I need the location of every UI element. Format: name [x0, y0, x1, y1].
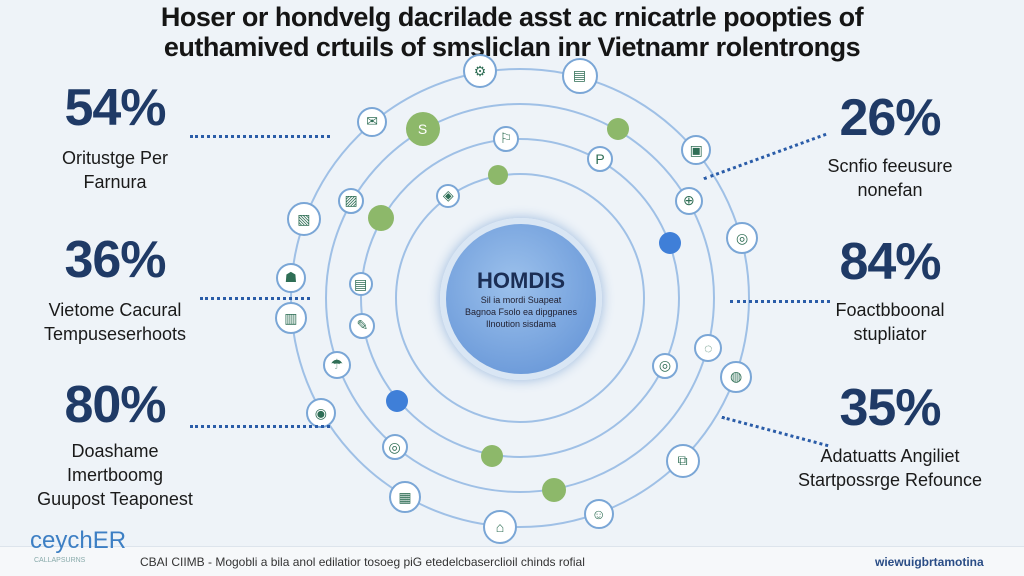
- connector-left-3: [190, 425, 330, 428]
- connector-left-2: [200, 297, 310, 300]
- stat-label: Startpossrge Refounce: [797, 470, 983, 490]
- stat-right-1: 26% Scnfio feeusure nonefan: [775, 88, 1005, 202]
- title-line-2: euthamived crtuils of smsliclan inr Viet…: [163, 32, 861, 62]
- stat-label: Tempuseserhoots: [43, 324, 187, 344]
- stat-value: 26%: [839, 89, 941, 147]
- diagram-icon: ☗: [275, 262, 306, 293]
- stat-label: Oritustge Per: [61, 148, 169, 168]
- diagram-icon: ✉: [357, 106, 388, 137]
- ring-4: [395, 173, 645, 423]
- diagram-icon: P: [587, 146, 613, 173]
- connector-right-2: [730, 300, 830, 303]
- stat-label: Doashame: [71, 441, 159, 461]
- diagram-icon: ◎: [381, 434, 408, 461]
- stat-right-3: 35% Adatuatts Angiliet Startpossrge Refo…: [775, 378, 1005, 492]
- diagram-icon: ◎: [726, 222, 759, 255]
- stat-label: Foactbboonal: [835, 300, 945, 320]
- stat-label: nonefan: [857, 180, 923, 200]
- diagram-icon: ⌂: [482, 510, 517, 545]
- diagram-icon: ⊕: [674, 186, 703, 215]
- diagram-icon: S: [405, 112, 440, 147]
- diagram-icon: ▥: [274, 302, 307, 335]
- diagram-icon: ◌: [694, 334, 723, 363]
- diagram-icon: [659, 232, 682, 255]
- stat-value: 80%: [64, 376, 166, 434]
- diagram-icon: ⚙: [463, 54, 498, 89]
- stat-left-1: 54% Oritustge Per Farnura: [0, 78, 230, 194]
- stat-value: 36%: [64, 231, 166, 289]
- footer-logo-sub: CALLAPSURNS: [34, 557, 86, 564]
- footer-logo: ceychER: [30, 527, 127, 554]
- center-hub: HOMDIS Sil ia mordi Suapeat Bagnoa Fsolo…: [440, 218, 602, 380]
- center-line-1: Sil ia mordi Suapeat: [480, 295, 562, 305]
- diagram-icon: ◍: [720, 360, 753, 393]
- stat-left-2: 36% Vietome Cacural Tempuseserhoots: [0, 230, 230, 346]
- diagram-icon: ☺: [583, 499, 614, 530]
- stat-value: 84%: [839, 233, 941, 291]
- diagram-icon: ◉: [305, 398, 336, 428]
- stat-label: stupliator: [853, 324, 927, 344]
- stat-label: Imertboomg: [66, 465, 164, 485]
- stat-label: Vietome Cacural: [48, 300, 182, 320]
- diagram-icon: ✎: [349, 312, 376, 339]
- footer-caption: CBAI CIIMB - Mogobli a bila anol edilati…: [140, 555, 585, 569]
- stat-label: Adatuatts Angiliet: [820, 446, 960, 466]
- diagram-icon: [541, 478, 566, 503]
- footer: ceychER CALLAPSURNS CBAI CIIMB - Mogobli…: [0, 527, 1024, 576]
- diagram-icon: ▤: [561, 57, 598, 94]
- diagram-icon: [488, 164, 509, 185]
- connector-left-1: [190, 135, 330, 138]
- center-title: HOMDIS: [477, 268, 565, 293]
- ring-3: [360, 138, 680, 458]
- diagram-icon: ▧: [286, 202, 321, 237]
- stat-label: Guupost Teaponest: [37, 489, 193, 509]
- diagram-icon: [368, 205, 395, 231]
- diagram-icon: ▤: [348, 272, 373, 297]
- ring-2: [325, 103, 715, 493]
- stat-left-3: 80% Doashame Imertboomg Guupost Teapones…: [0, 375, 230, 511]
- diagram-icon: ▣: [681, 135, 712, 166]
- diagram-icon: ⧉: [665, 443, 700, 478]
- diagram-icon: ▨: [338, 187, 365, 214]
- stat-value: 35%: [839, 379, 941, 437]
- stat-right-2: 84% Foactbboonal stupliator: [775, 232, 1005, 346]
- diagram-icon: ⚐: [493, 125, 520, 152]
- diagram-icon: [386, 389, 409, 412]
- center-line-2: Bagnoa Fsolo ea dipgpanes: [464, 307, 578, 317]
- stat-label: Scnfio feeusure: [827, 156, 953, 176]
- diagram-icon: ☂: [322, 350, 351, 379]
- diagram-icon: [481, 444, 504, 467]
- center-line-3: Ilnoution sisdama: [485, 319, 557, 329]
- footer-right-text: wiewuigbrtamotina: [875, 555, 984, 569]
- diagram-icon: ◎: [652, 352, 678, 379]
- title-line-1: Hoser or hondvelg dacrilade asst ac rnic…: [160, 2, 864, 32]
- diagram-icon: ▦: [389, 481, 421, 514]
- stat-value: 54%: [64, 79, 166, 137]
- diagram-icon: ◈: [436, 183, 461, 208]
- diagram-icon: [606, 118, 629, 141]
- stat-label: Farnura: [83, 172, 147, 192]
